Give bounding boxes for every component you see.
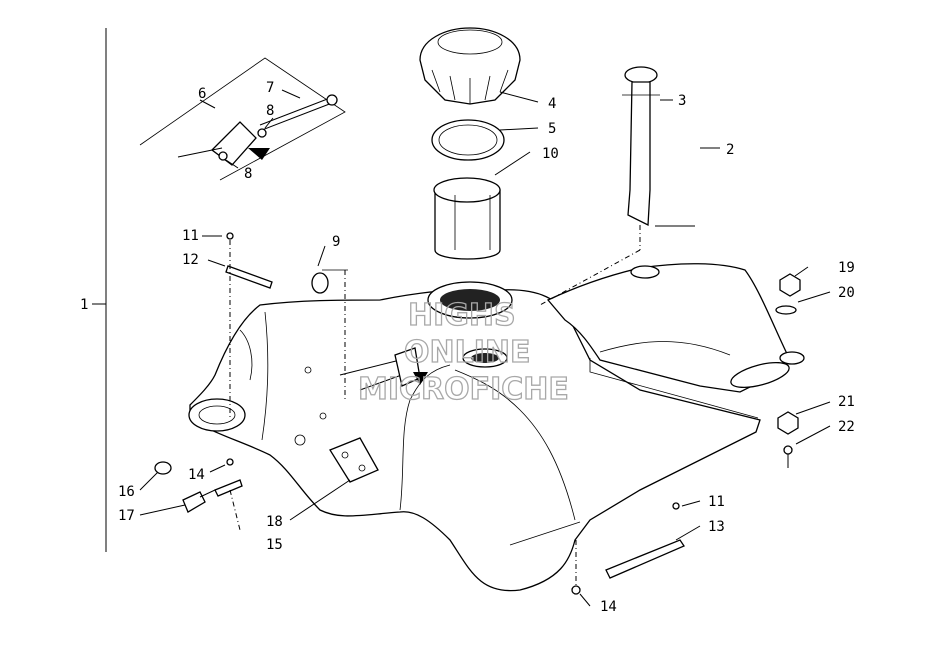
filler-strainer bbox=[433, 177, 501, 260]
rivet-strap-left bbox=[225, 232, 273, 420]
bushing bbox=[311, 269, 348, 294]
bolt-kit bbox=[139, 57, 346, 181]
callout-20: 20 bbox=[838, 285, 855, 301]
callout-labels: 1 2 3 4 5 6 7 8 8 9 10 11 11 12 13 14 14… bbox=[80, 80, 855, 615]
cap-gasket bbox=[431, 119, 505, 161]
callout-14a: 14 bbox=[188, 467, 205, 483]
watermark-line-2: ONLINE bbox=[404, 335, 531, 370]
callout-14b: 14 bbox=[600, 599, 617, 615]
callout-21: 21 bbox=[838, 394, 855, 410]
callout-5: 5 bbox=[548, 121, 556, 137]
callout-2: 2 bbox=[726, 142, 734, 158]
fuel-cap bbox=[419, 27, 521, 105]
tank-bracket bbox=[329, 437, 379, 483]
callout-3: 3 bbox=[678, 93, 686, 109]
tank-rear-shroud bbox=[546, 263, 805, 393]
callout-8b: 8 bbox=[244, 166, 252, 182]
callout-7: 7 bbox=[266, 80, 274, 96]
rivet-strap-right bbox=[571, 502, 685, 595]
assembly-bracket bbox=[92, 28, 107, 552]
callout-8a: 8 bbox=[266, 103, 274, 119]
callout-9: 9 bbox=[332, 234, 340, 250]
callout-12: 12 bbox=[182, 252, 199, 268]
callout-10: 10 bbox=[542, 146, 559, 162]
callout-15: 15 bbox=[266, 537, 283, 553]
callout-4: 4 bbox=[548, 96, 556, 112]
callout-6: 6 bbox=[198, 86, 206, 102]
callout-16: 16 bbox=[118, 484, 135, 500]
callout-13: 13 bbox=[708, 519, 725, 535]
callout-17: 17 bbox=[118, 508, 135, 524]
callout-22: 22 bbox=[838, 419, 855, 435]
right-hardware bbox=[775, 273, 801, 468]
callout-1: 1 bbox=[80, 297, 88, 313]
fuel-gauge bbox=[539, 66, 695, 306]
callout-19: 19 bbox=[838, 260, 855, 276]
callout-11a: 11 bbox=[182, 228, 199, 244]
leader-lines bbox=[139, 89, 831, 607]
watermark-line-3: MICROFICHE bbox=[358, 372, 569, 407]
filler-neck bbox=[427, 281, 513, 368]
callout-18: 18 bbox=[266, 514, 283, 530]
watermark: HIGHS ONLINE MICROFICHE bbox=[357, 297, 569, 407]
hose-clamp-fitting bbox=[154, 458, 243, 531]
fuel-tank bbox=[188, 288, 761, 592]
watermark-line-1: HIGHS bbox=[408, 298, 516, 333]
callout-11b: 11 bbox=[708, 494, 725, 510]
mounting-bolts bbox=[339, 270, 428, 400]
